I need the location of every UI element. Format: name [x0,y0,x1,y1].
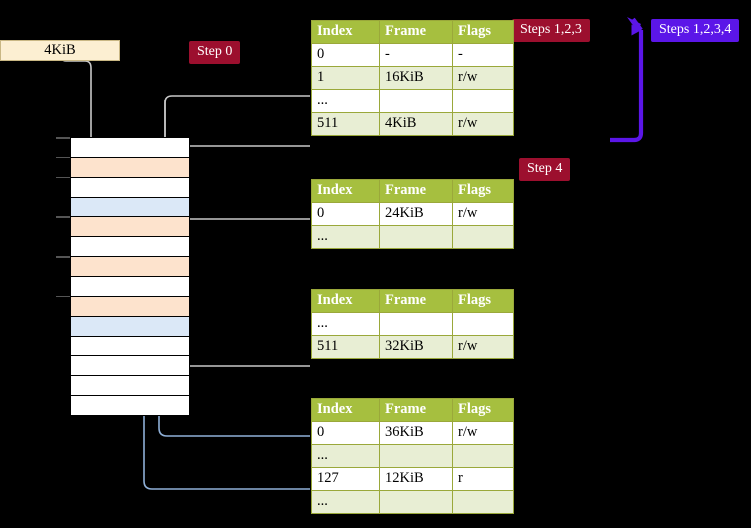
memory-frame-row [56,156,189,178]
table-row: 0-- [311,43,514,67]
cell-frame [379,89,453,113]
column-header-flags: Flags [452,289,514,313]
memory-tick-mark [56,176,70,179]
table-row: ... [311,490,514,514]
column-header-index: Index [311,398,380,422]
cell-flags: r/w [452,421,514,445]
memory-tick-mark [56,156,70,159]
cell-index: 0 [311,202,380,226]
memory-frame-row [71,277,189,297]
cell-flags: r/w [452,335,514,359]
cell-index: 127 [311,467,380,491]
cell-flags: r/w [452,66,514,90]
memory-tick-mark [56,216,70,219]
memory-tick-mark [56,256,70,258]
cell-index: ... [311,312,380,336]
cell-flags [452,225,514,249]
cell-index: ... [311,225,380,249]
physical-memory-grid [56,137,190,417]
cell-flags: r [452,467,514,491]
memory-tick-mark [56,137,70,139]
frame-size-label: 4KiB [44,42,76,58]
cell-index: 1 [311,66,380,90]
cell-frame: 12KiB [379,467,453,491]
cell-flags: r/w [452,112,514,136]
memory-frame-row [56,256,189,278]
cell-frame: 36KiB [379,421,453,445]
table-row: ... [311,312,514,336]
cell-flags [452,312,514,336]
column-header-frame: Frame [379,398,453,422]
connector-t1-row0-to-grid [175,218,310,270]
column-header-index: Index [311,179,380,203]
memory-frame-row [71,336,189,357]
memory-frame-row [71,396,189,417]
memory-frame-row [71,237,189,258]
table-row: ... [311,444,514,468]
memory-frame-row [71,356,189,377]
table-row: ... [311,225,514,249]
column-header-frame: Frame [379,179,453,203]
label-steps-1234: Steps 1,2,3,4 [651,19,740,42]
cell-frame: 16KiB [379,66,453,90]
cell-index: ... [311,89,380,113]
cell-index: 511 [311,112,380,136]
connector-t0-row511-to-grid [170,145,310,160]
cell-frame [379,444,453,468]
connector-t2-row511-to-grid [169,314,310,367]
memory-frame-row [71,376,189,397]
cell-flags: r/w [452,202,514,226]
column-header-flags: Flags [452,20,514,44]
cell-flags [452,490,514,514]
cell-frame: 4KiB [379,112,453,136]
cell-frame: 32KiB [379,335,453,359]
cell-index: 0 [311,43,380,67]
cell-frame [379,225,453,249]
cell-index: ... [311,490,380,514]
cell-frame [379,312,453,336]
cell-index: 0 [311,421,380,445]
cell-frame: 24KiB [379,202,453,226]
column-header-index: Index [311,289,380,313]
memory-frame-row [56,295,189,317]
label-step-0: Step 0 [189,41,241,64]
column-header-frame: Frame [379,289,453,313]
memory-frame-row [56,216,189,238]
memory-frame-row [56,137,189,158]
frame-size-box: 4KiB [0,40,120,61]
memory-frame-row [71,316,189,337]
cell-index: ... [311,444,380,468]
cell-flags [452,89,514,113]
memory-frame-row [71,197,189,218]
cell-flags [452,444,514,468]
column-header-frame: Frame [379,20,453,44]
cell-index: 511 [311,335,380,359]
table-row: ... [311,89,514,113]
label-steps-123: Steps 1,2,3 [512,19,590,42]
memory-tick-mark [56,295,70,298]
cell-flags: - [452,43,514,67]
label-step-4: Step 4 [519,158,571,181]
steps-1234-bracket-arrow [610,17,644,143]
column-header-flags: Flags [452,398,514,422]
cell-frame: - [379,43,453,67]
cell-frame [379,490,453,514]
column-header-index: Index [311,20,380,44]
column-header-flags: Flags [452,179,514,203]
memory-frame-row [56,176,189,198]
